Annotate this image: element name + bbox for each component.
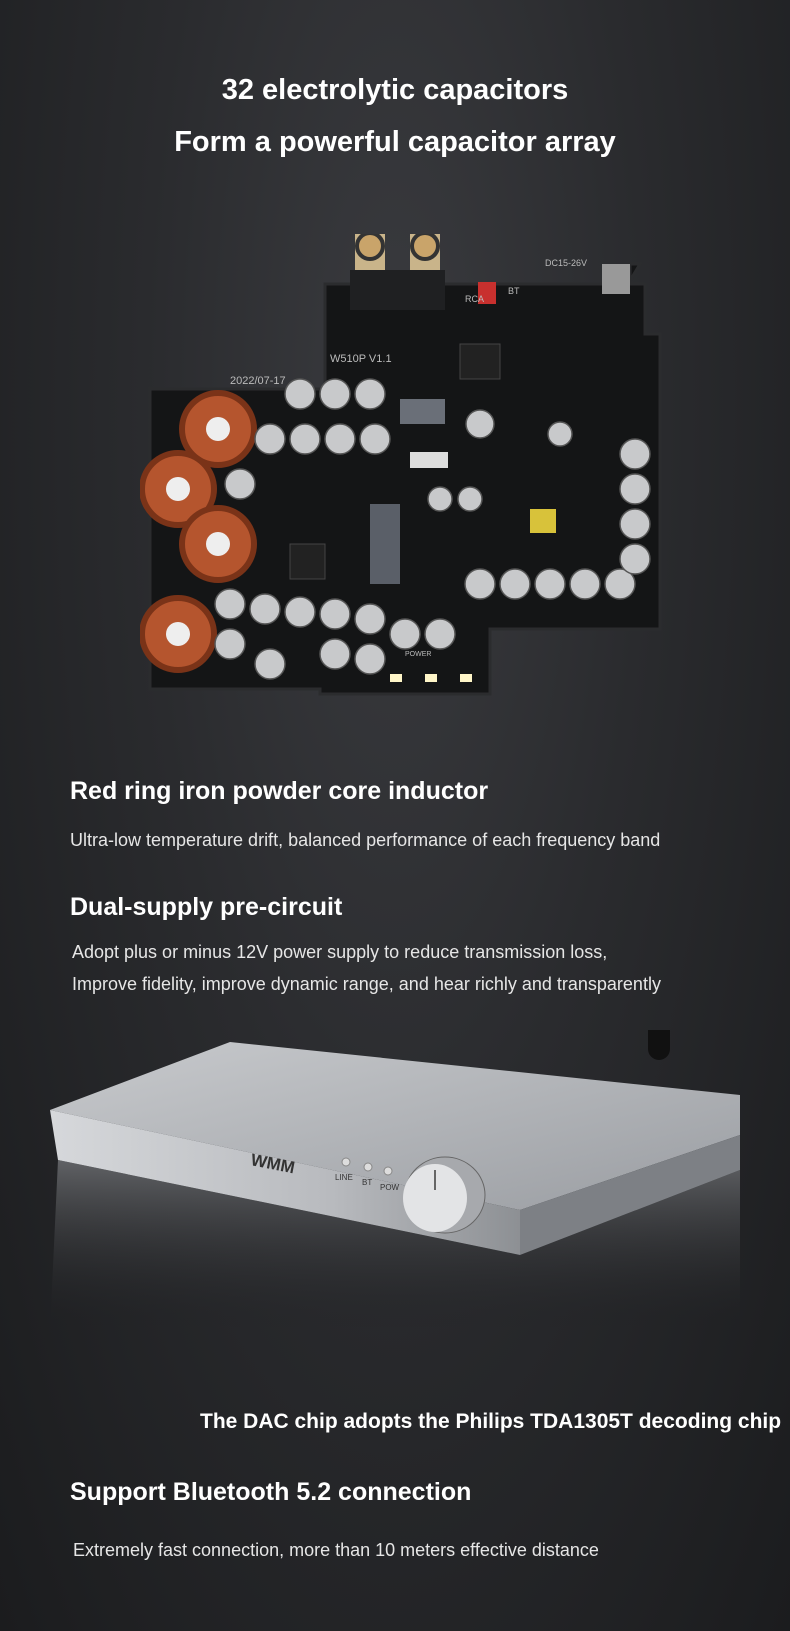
feature-heading-dual-supply: Dual-supply pre-circuit: [70, 893, 343, 921]
led-label-line: LINE: [335, 1173, 353, 1182]
feature-heading-bluetooth: Support Bluetooth 5.2 connection: [70, 1478, 472, 1506]
rca-label: RCA: [465, 294, 484, 304]
feature-text-inductor: Ultra-low temperature drift, balanced pe…: [70, 830, 661, 850]
feature-heading-inductor: Red ring iron powder core inductor: [70, 777, 489, 805]
bt-switch: [478, 282, 496, 304]
capacitor-array: [214, 378, 651, 680]
power-led-label: POWER: [405, 651, 431, 658]
amplifier-circuit-board: RCA BT DC15-26V 2022/07-17 W510P V1.1 PO…: [140, 234, 662, 696]
toroid-inductors: [140, 390, 257, 673]
title-line-2: Form a powerful capacitor array: [174, 126, 616, 158]
feature-text-dual-supply-1: Adopt plus or minus 12V power supply to …: [72, 942, 608, 962]
dc-label: DC15-26V: [545, 258, 587, 268]
bluetooth-dac-device: WMM LINE BT POW: [50, 1030, 740, 1330]
feature-text-bluetooth: Extremely fast connection, more than 10 …: [73, 1540, 599, 1560]
feature-text-dual-supply-2: Improve fidelity, improve dynamic range,…: [72, 974, 661, 994]
led-label-pow: POW: [380, 1183, 400, 1192]
led-label-bt: BT: [362, 1178, 372, 1187]
board-date: 2022/07-17: [230, 375, 286, 387]
feature-heading-dac: The DAC chip adopts the Philips TDA1305T…: [200, 1410, 782, 1433]
title-line-1: 32 electrolytic capacitors: [221, 74, 569, 106]
transformer: [530, 509, 556, 533]
bt-label: BT: [508, 286, 520, 296]
antenna: [648, 1030, 670, 1060]
board-model: W510P V1.1: [330, 353, 392, 365]
